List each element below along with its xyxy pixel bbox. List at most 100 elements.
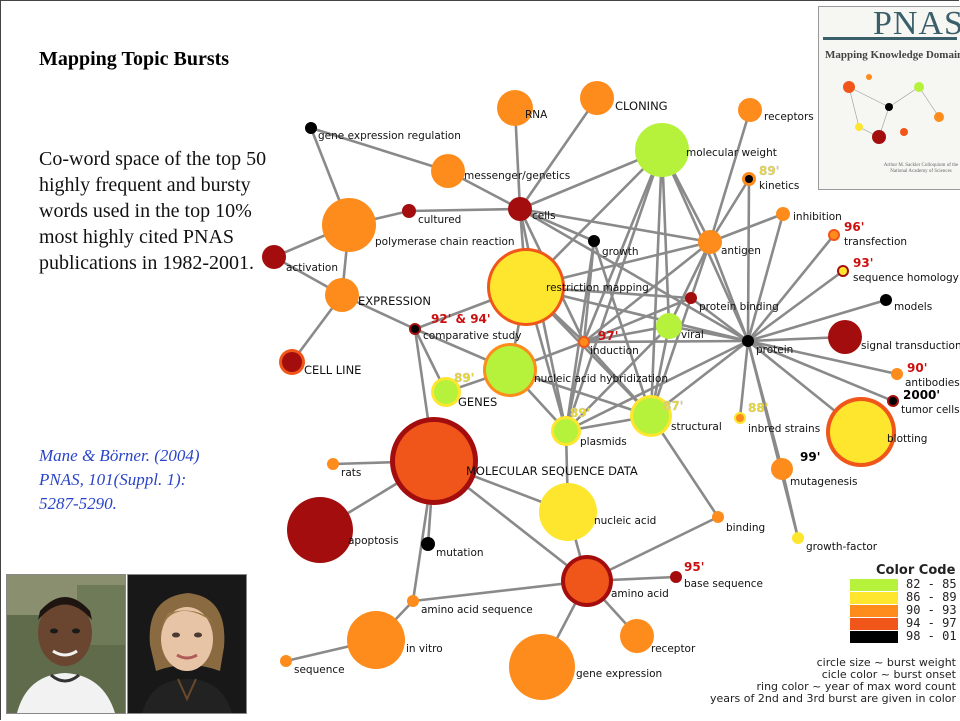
edge-induction-plasmids — [564, 340, 586, 433]
node-label-in_vitro: in vitro — [406, 643, 443, 655]
node-label-gene_expression: gene expression — [576, 668, 662, 680]
node-label-rats: rats — [341, 467, 361, 479]
node-label-cloning: CLONING — [615, 99, 668, 113]
legend-label: 82 - 85 — [906, 577, 957, 591]
node-year-inbred_strains: 88' — [748, 401, 768, 415]
citation-line: 5287-5290. — [39, 494, 117, 513]
node-label-sequence_homology: sequence homology — [853, 272, 959, 284]
node-label-protein_binding: protein binding — [699, 301, 779, 313]
edge-antigen-protein — [708, 240, 750, 343]
legend-swatch — [850, 618, 898, 630]
legend-swatch — [850, 592, 898, 604]
edge-protein-models — [746, 298, 888, 343]
node-label-comparative_study: comparative study — [423, 330, 521, 342]
author-photo-left — [6, 574, 126, 714]
node-messenger_genetics — [431, 154, 465, 188]
node-label-mutagenesis: mutagenesis — [790, 476, 858, 488]
slide-description: Co-word space of the top 50 highly frequ… — [39, 148, 267, 274]
node-label-rna: RNA — [525, 109, 548, 121]
node-year-mutagenesis: 99' — [800, 450, 820, 464]
edge-induction-protein — [582, 339, 750, 344]
node-tumor_cells — [889, 397, 897, 405]
edge-amino_acid-amino_acid_sequence — [411, 579, 589, 603]
node-year-structural: 87' — [663, 399, 683, 413]
edge-inhibition-protein — [746, 212, 785, 343]
note-line: ring color ~ year of max word count — [756, 680, 957, 693]
node-sequence_homology — [839, 267, 847, 275]
edge-protein-inbred_strains — [738, 339, 750, 420]
node-inhibition — [776, 207, 790, 221]
node-year-kinetics: 89' — [759, 164, 779, 178]
node-base_sequence — [672, 573, 680, 581]
author-photo-right — [127, 574, 247, 714]
node-label-growth: growth — [602, 246, 639, 258]
node-receptors — [738, 98, 762, 122]
node-label-base_sequence: base sequence — [684, 578, 763, 590]
pnas-cover-thumbnail: PNAS Mapping Knowledge Domains Arthur M.… — [818, 6, 960, 190]
node-year-induction: 97' — [598, 329, 618, 343]
node-restriction_mapping — [490, 251, 562, 323]
node-genes — [434, 380, 458, 404]
node-cultured — [402, 204, 416, 218]
node-models — [880, 294, 892, 306]
node-label-amino_acid: amino acid — [611, 588, 669, 600]
node-comparative_study — [411, 325, 419, 333]
node-label-binding: binding — [726, 522, 765, 534]
node-label-molecular_weight: molecular weight — [686, 147, 777, 159]
node-label-expression: EXPRESSION — [358, 294, 431, 308]
node-label-blotting: blotting — [887, 433, 927, 445]
edge-antigen-induction — [582, 240, 712, 344]
edge-inhibition-antigen — [708, 212, 785, 244]
legend-label: 86 - 89 — [906, 590, 957, 604]
node-label-tumor_cells: tumor cells — [901, 404, 960, 416]
node-year-tumor_cells: 2000' — [903, 388, 940, 402]
node-label-apoptosis: apoptosis — [348, 535, 399, 547]
node-antigen — [698, 230, 722, 254]
node-rna — [497, 90, 533, 126]
legend-swatch — [850, 605, 898, 617]
node-year-antibodies: 90' — [907, 361, 927, 375]
node-label-molecular_sequence_data: MOLECULAR SEQUENCE DATA — [466, 464, 638, 478]
node-label-growth_factor: growth-factor — [806, 541, 878, 553]
edge-growth-structural — [592, 239, 653, 418]
citation-line: Mane & Börner. (2004) — [39, 446, 200, 465]
cover-footer-text: Arthur M. Sackler Colloquium of the Nati… — [883, 163, 959, 174]
node-blotting — [830, 401, 892, 463]
node-cells — [508, 197, 532, 221]
node-activation — [262, 245, 286, 269]
note-line: cicle color ~ burst onset — [821, 668, 956, 681]
legend-swatch — [850, 631, 898, 643]
edge-protein_binding-induction — [582, 296, 693, 344]
note-line: years of 2nd and 3rd burst are given in … — [709, 692, 956, 705]
node-receptor — [620, 619, 654, 653]
legend-swatch — [850, 579, 898, 591]
node-molecular_sequence_data — [395, 422, 473, 500]
node-year-sequence_homology: 93' — [853, 256, 873, 270]
node-label-viral: viral — [681, 329, 704, 341]
node-label-nucleic_acid: nucleic acid — [594, 515, 656, 527]
edge-molecular_weight-plasmids — [564, 148, 664, 433]
node-label-receptors: receptors — [764, 111, 814, 123]
node-label-cell_line: CELL LINE — [304, 363, 361, 377]
node-in_vitro — [347, 611, 405, 669]
node-label-signal_transduction: signal transduction — [861, 340, 960, 352]
edge-mutagenesis-growth_factor — [780, 467, 800, 540]
node-signal_transduction — [828, 320, 862, 354]
node-label-inbred_strains: inbred strains — [748, 423, 820, 435]
node-label-structural: structural — [671, 421, 722, 433]
legend-label: 94 - 97 — [906, 616, 957, 630]
citation-line: PNAS, 101(Suppl. 1): — [39, 470, 187, 489]
edge-cells-growth — [518, 207, 596, 243]
node-protein_binding — [685, 292, 697, 304]
node-apoptosis — [287, 497, 353, 563]
cover-journal-name: PNAS — [873, 6, 960, 42]
node-binding — [712, 511, 724, 523]
node-cell_line — [282, 352, 302, 372]
edge-protein-tumor_cells — [746, 339, 895, 403]
edge-protein-antibodies — [746, 339, 899, 376]
node-year-genes: 89' — [454, 371, 474, 385]
node-transfection — [830, 231, 838, 239]
edge-viral-protein — [667, 324, 750, 343]
legend-label: 98 - 01 — [906, 629, 957, 643]
edge-protein-plasmids — [564, 339, 750, 433]
